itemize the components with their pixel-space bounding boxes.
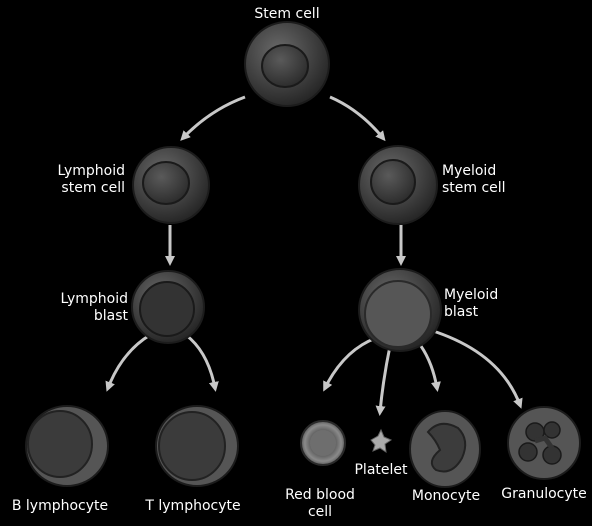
label-b-lymphocyte: B lymphocyte xyxy=(12,498,108,515)
label-lymphoid-blast: Lymphoid blast xyxy=(40,291,128,325)
arrow-lymphoid-blast-to-b xyxy=(108,335,150,388)
lymphoid-stem-cell xyxy=(133,147,209,223)
label-myeloid-stem-line1: Myeloid xyxy=(442,163,506,180)
t-lymphocyte xyxy=(156,406,238,486)
label-stem-cell: Stem cell xyxy=(254,6,319,23)
arrow-myeloid-blast-to-rbc xyxy=(325,338,376,388)
stem-cell xyxy=(245,22,329,106)
monocyte xyxy=(410,411,480,487)
label-t-lymphocyte: T lymphocyte xyxy=(145,498,240,515)
label-platelet: Platelet xyxy=(354,462,407,479)
lymphoid-blast xyxy=(132,271,204,343)
label-myeloid-blast: Myeloid blast xyxy=(444,287,498,321)
myeloid-blast xyxy=(359,269,441,351)
label-red-blood-cell: Red blood cell xyxy=(285,487,355,521)
b-lymphocyte xyxy=(26,406,108,486)
label-myeloid-blast-line2: blast xyxy=(444,304,498,321)
arrow-stem-to-lymphoid xyxy=(183,97,245,138)
label-lymphoid-blast-line1: Lymphoid xyxy=(40,291,128,308)
label-myeloid-stem-cell: Myeloid stem cell xyxy=(442,163,506,197)
arrow-myeloid-blast-to-granulocyte xyxy=(430,330,520,405)
label-lymphoid-blast-line2: blast xyxy=(40,308,128,325)
platelet xyxy=(371,430,391,452)
label-granulocyte: Granulocyte xyxy=(501,486,586,503)
label-red-blood-line1: Red blood xyxy=(285,487,355,504)
myeloid-stem-cell xyxy=(359,146,437,224)
label-lymphoid-stem-line1: Lymphoid xyxy=(40,163,125,180)
label-myeloid-blast-line1: Myeloid xyxy=(444,287,498,304)
arrows xyxy=(108,97,520,412)
arrow-myeloid-blast-to-monocyte xyxy=(418,342,437,388)
label-lymphoid-stem-cell: Lymphoid stem cell xyxy=(40,163,125,197)
label-red-blood-line2: cell xyxy=(285,504,355,521)
label-myeloid-stem-line2: stem cell xyxy=(442,180,506,197)
red-blood-cell xyxy=(301,421,345,465)
arrow-stem-to-myeloid xyxy=(330,97,383,138)
granulocyte xyxy=(508,407,580,479)
arrow-lymphoid-blast-to-t xyxy=(186,335,215,388)
label-monocyte: Monocyte xyxy=(412,488,480,505)
label-lymphoid-stem-line2: stem cell xyxy=(40,180,125,197)
arrow-myeloid-blast-to-platelet xyxy=(380,346,390,412)
